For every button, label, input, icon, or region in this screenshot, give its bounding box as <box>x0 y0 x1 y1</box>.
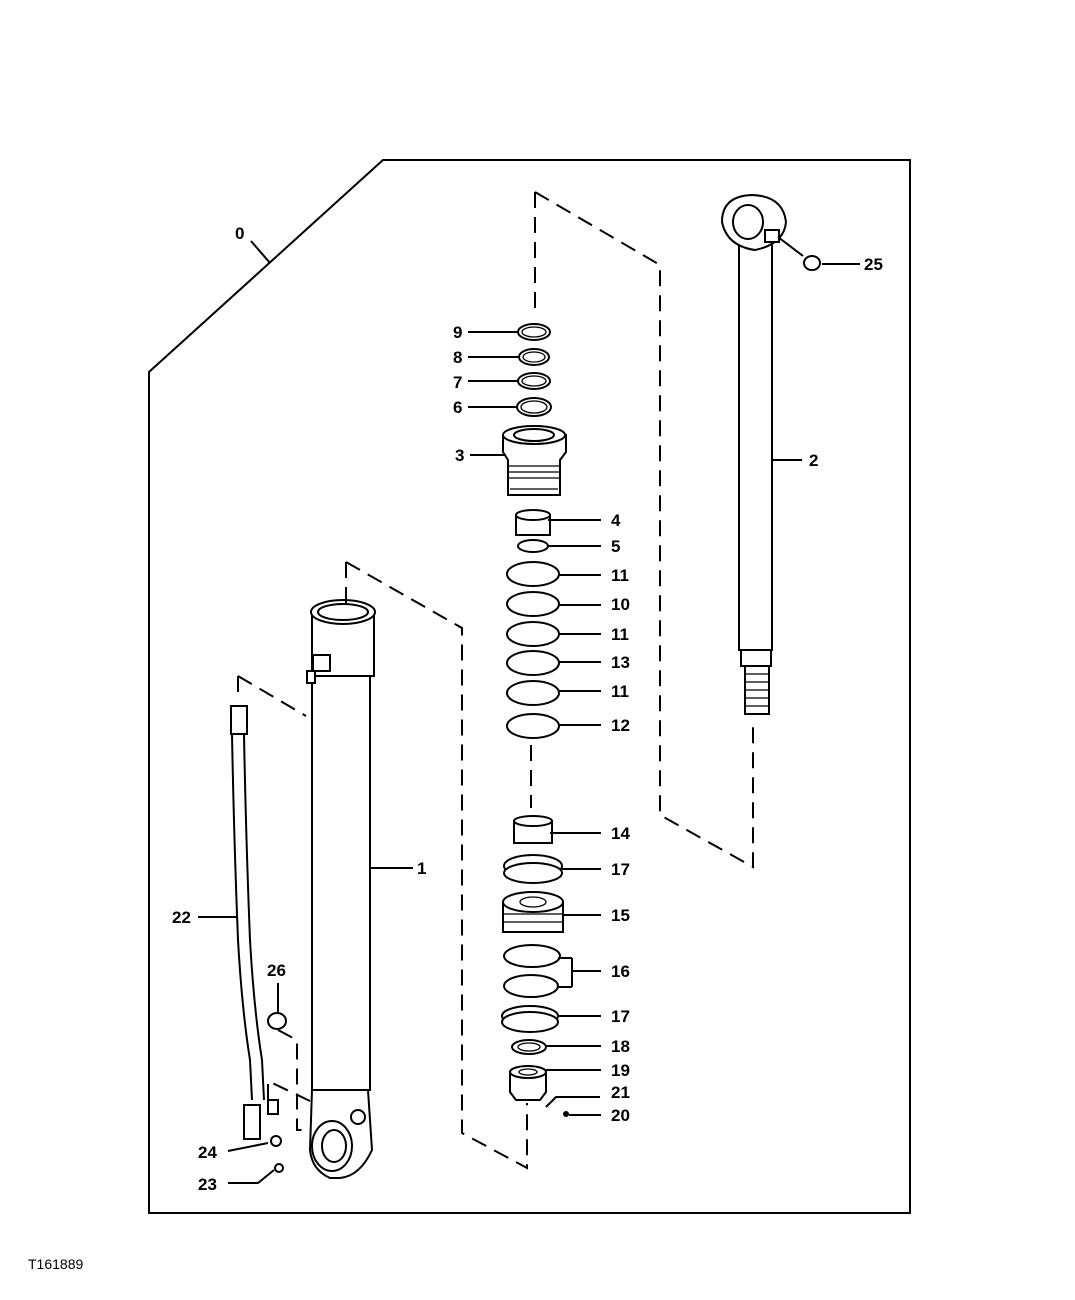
seal-stack <box>516 323 552 417</box>
callout-0: 0 <box>235 224 244 243</box>
cylinder-barrel <box>267 599 376 1179</box>
callout-labels: 0 9 8 7 6 3 4 5 11 10 11 13 11 12 14 17 … <box>172 224 883 1194</box>
callout-12: 12 <box>611 716 630 735</box>
callout-23: 23 <box>198 1175 217 1194</box>
callout-11c: 11 <box>611 682 629 701</box>
seal-16a <box>503 944 561 968</box>
wear-ring-17b <box>501 1005 559 1033</box>
callout-3: 3 <box>455 446 464 465</box>
callout-10: 10 <box>611 595 630 614</box>
callout-20: 20 <box>611 1106 630 1125</box>
callout-16: 16 <box>611 962 630 981</box>
figure-id: T161889 <box>28 1256 83 1272</box>
grease-fitting-25 <box>777 236 821 271</box>
callout-24: 24 <box>198 1143 217 1162</box>
callout-11b: 11 <box>611 625 629 644</box>
gland-seals <box>506 561 560 739</box>
callout-1: 1 <box>417 859 426 878</box>
callout-18: 18 <box>611 1037 630 1056</box>
piston-15 <box>502 891 564 933</box>
hydraulic-hose <box>230 705 265 1140</box>
callout-2: 2 <box>809 451 818 470</box>
callout-15: 15 <box>611 906 630 925</box>
callout-22: 22 <box>172 908 191 927</box>
callout-17a: 17 <box>611 860 630 879</box>
callout-17b: 17 <box>611 1007 630 1026</box>
rod-guide-3 <box>502 425 567 496</box>
callout-13: 13 <box>611 653 630 672</box>
washer-24 <box>270 1135 282 1147</box>
plug-26 <box>267 1012 287 1030</box>
callout-21: 21 <box>611 1083 630 1102</box>
assembly-guide-lines <box>237 191 754 1170</box>
assembly-frame <box>148 159 911 1214</box>
callout-25: 25 <box>864 255 883 274</box>
bushing-14 <box>513 815 553 844</box>
snap-ring-5 <box>517 539 549 553</box>
seal-16b <box>503 974 559 998</box>
setscrew-20 <box>563 1111 569 1117</box>
callout-5: 5 <box>611 537 620 556</box>
callout-11a: 11 <box>611 566 629 585</box>
callout-7: 7 <box>453 373 462 392</box>
piston-rod <box>720 193 788 715</box>
callout-19: 19 <box>611 1061 630 1080</box>
bushing-4 <box>515 509 551 536</box>
callout-9: 9 <box>453 323 462 342</box>
nut-19 <box>509 1065 547 1101</box>
callout-14: 14 <box>611 824 630 843</box>
callout-26: 26 <box>267 961 286 980</box>
callout-6: 6 <box>453 398 462 417</box>
callout-8: 8 <box>453 348 462 367</box>
wear-ring-17a <box>503 854 563 884</box>
callout-4: 4 <box>611 511 621 530</box>
screw-23 <box>274 1163 284 1173</box>
leader-lines <box>198 240 860 1184</box>
ring-18 <box>511 1039 547 1055</box>
